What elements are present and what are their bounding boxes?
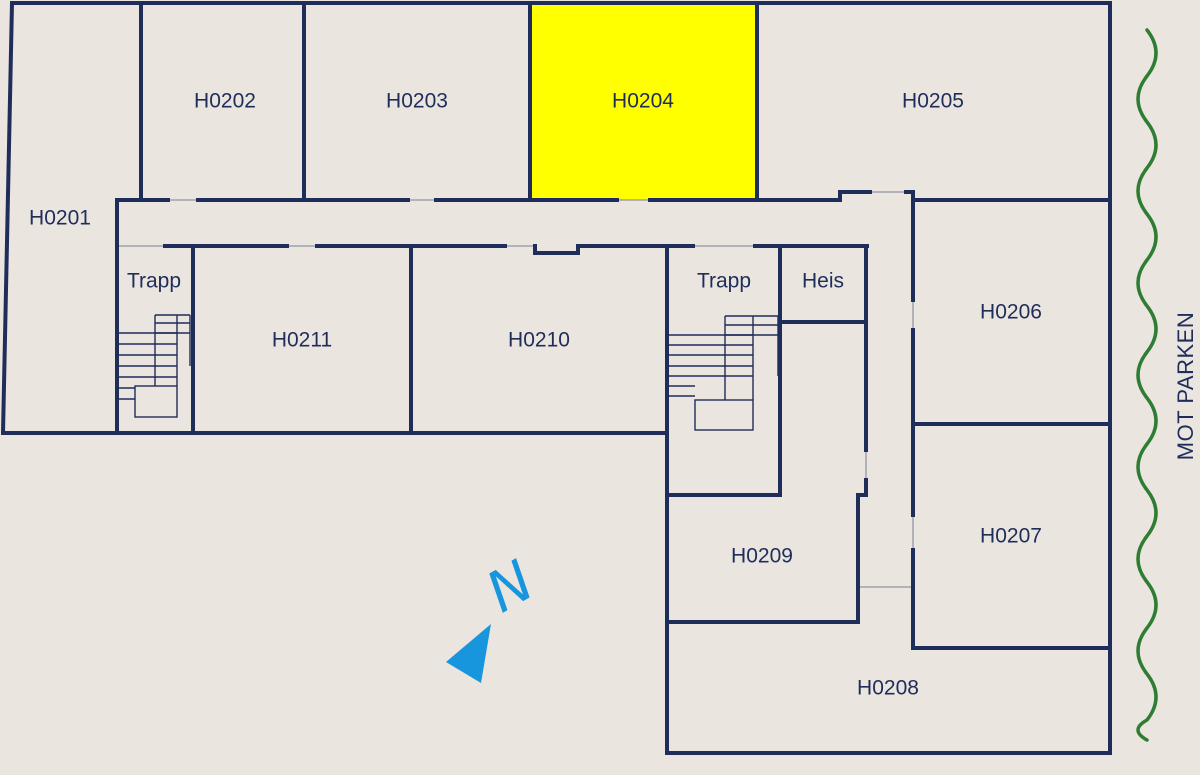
corridor-north-wall bbox=[115, 190, 1112, 202]
room-h0204-highlight[interactable] bbox=[530, 3, 757, 200]
compass-letter: N bbox=[476, 548, 545, 625]
room-label-h0201[interactable]: H0201 bbox=[29, 207, 91, 230]
outer-wall-west-wing bbox=[0, 0, 1112, 435]
wall-stairs-east bbox=[665, 244, 782, 497]
room-label-h0211[interactable]: H0211 bbox=[272, 329, 332, 352]
room-label-h0210[interactable]: H0210 bbox=[508, 329, 570, 352]
room-label-h0203[interactable]: H0203 bbox=[386, 90, 448, 113]
staircase-icon bbox=[118, 314, 191, 418]
staircase-icon bbox=[668, 315, 779, 431]
side-label-mot-parken: MOT PARKEN bbox=[1173, 312, 1198, 460]
room-label-h0207[interactable]: H0207 bbox=[980, 525, 1042, 548]
room-label-h0202[interactable]: H0202 bbox=[194, 90, 256, 113]
room-label-stairs-west: Trapp bbox=[127, 270, 181, 293]
park-edge-wavy-line bbox=[1136, 28, 1158, 742]
room-label-h0204[interactable]: H0204 bbox=[612, 90, 674, 113]
room-label-stairs-east: Trapp bbox=[697, 270, 751, 293]
room-label-h0208[interactable]: H0208 bbox=[857, 677, 919, 700]
north-arrow-icon: N bbox=[446, 548, 545, 683]
compass-arrow bbox=[446, 624, 491, 683]
corridor-south-wall bbox=[163, 244, 869, 255]
room-label-h0206[interactable]: H0206 bbox=[980, 301, 1042, 324]
room-label-h0205[interactable]: H0205 bbox=[902, 90, 964, 113]
room-label-elevator: Heis bbox=[802, 270, 844, 293]
outer-wall-east-wing bbox=[665, 198, 1112, 755]
corridor-east-wall-west-side bbox=[665, 244, 868, 624]
room-label-h0209[interactable]: H0209 bbox=[731, 545, 793, 568]
